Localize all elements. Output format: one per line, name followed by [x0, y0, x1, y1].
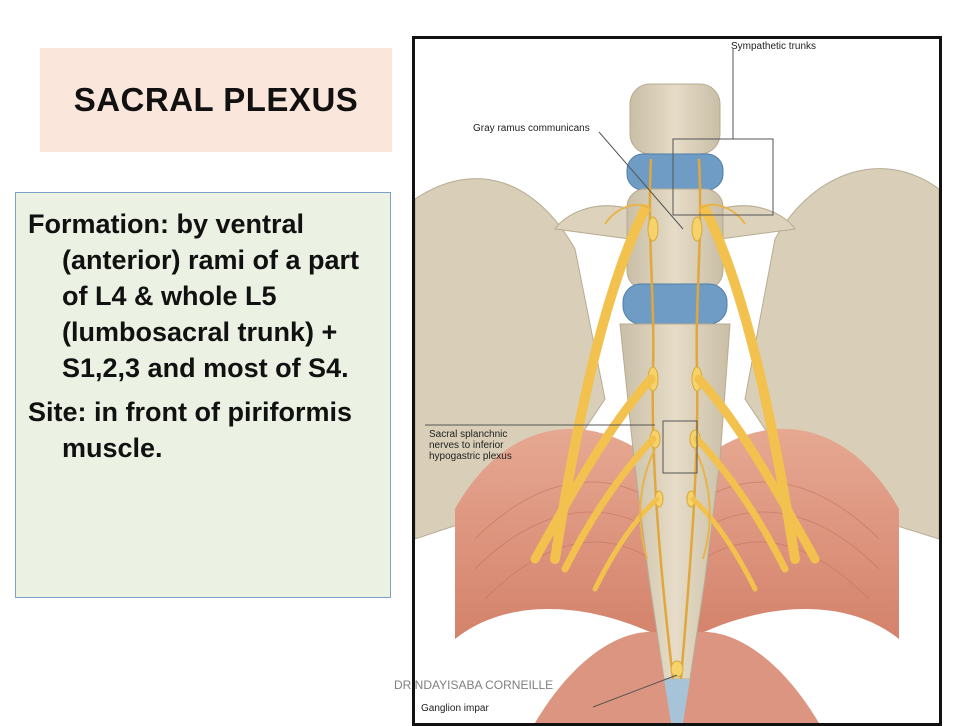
coccyx [664, 679, 690, 723]
label-sacral-splanchnic-1: Sacral splanchnic [429, 429, 508, 440]
right-s2 [693, 435, 789, 573]
gray-ramus-right [698, 204, 746, 225]
gray-ramus-left [604, 204, 652, 225]
left-lumbosacral-trunk [550, 204, 650, 564]
transverse-process-right [719, 205, 796, 240]
ganglion-l-1 [647, 216, 659, 242]
label-sympathetic-trunks: Sympathetic trunks [731, 41, 817, 52]
left-splanchnic [639, 448, 656, 560]
label-gray-ramus: Gray ramus communicans [473, 123, 590, 134]
slide-title: SACRAL PLEXUS [73, 81, 359, 118]
left-s3 [592, 496, 660, 592]
ganglion-impar [670, 660, 684, 678]
right-s3 [690, 496, 758, 592]
right-s1 [694, 374, 820, 564]
left-s1 [530, 374, 656, 564]
right-splanchnic [694, 448, 711, 560]
label-sacral-splanchnic-3: hypogastric plexus [429, 451, 512, 462]
ganglion-r-1 [691, 216, 703, 242]
intervertebral-disc-1 [626, 153, 724, 191]
sympathetic-box [672, 138, 774, 216]
anatomy-figure: Sympathetic trunks Gray ramus communican… [412, 36, 942, 726]
sacral-plexus-illustration [415, 49, 939, 723]
site-text: Site: in front of piriformis muscle. [28, 397, 352, 463]
formation-text: Formation: by ventral (anterior) rami of… [28, 209, 360, 383]
title-box: SACRAL PLEXUS [40, 48, 392, 152]
transverse-process-left [554, 205, 631, 240]
content-box: Formation: by ventral (anterior) rami of… [15, 192, 391, 598]
intervertebral-disc-2 [622, 283, 728, 325]
left-s2 [561, 435, 657, 573]
label-ganglion-impar: Ganglion impar [421, 703, 489, 714]
vertebra-l5 [626, 188, 724, 290]
vertebra-l4 [629, 83, 721, 155]
right-lumbosacral-trunk [700, 204, 800, 564]
author-footer: DR NDAYISABA CORNEILLE [394, 678, 554, 692]
label-sacral-splanchnic-2: nerves to inferior [429, 440, 504, 451]
splanchnic-box [662, 420, 698, 474]
